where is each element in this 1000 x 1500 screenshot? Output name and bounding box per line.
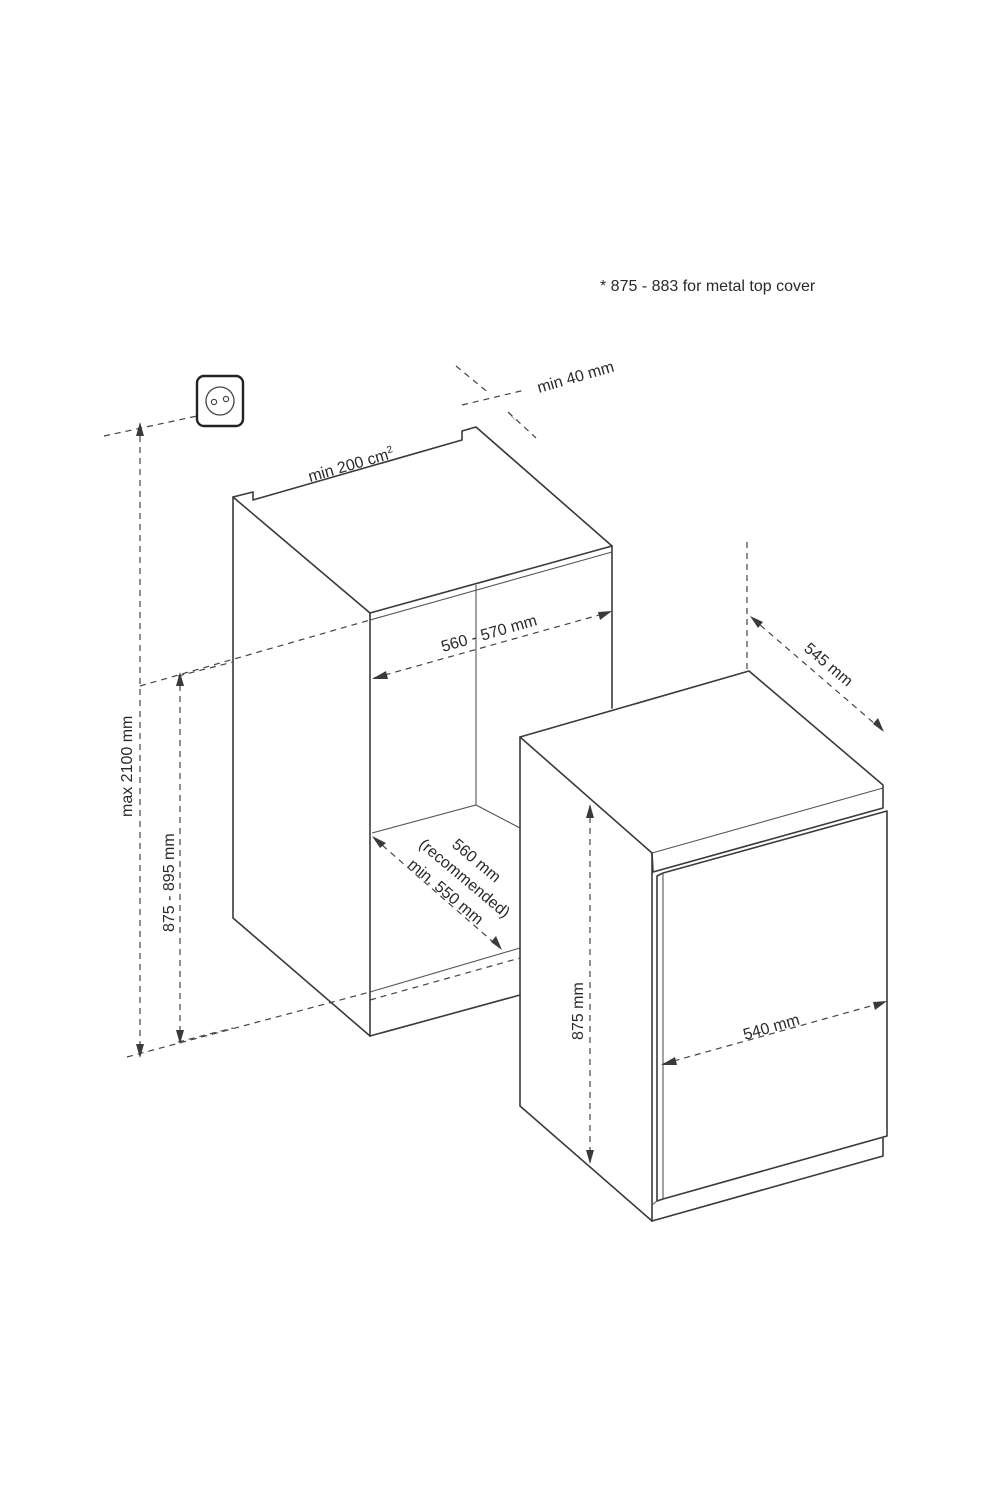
svg-text:min 200 cm2: min 200 cm2 <box>306 444 396 486</box>
niche-height-dimension: 875 - 895 mm <box>161 672 184 1044</box>
appliance-width-label: 540 mm <box>741 1012 801 1044</box>
cabinet-niche <box>232 426 613 1037</box>
ventilation-gap-dimension: min 40 mm <box>480 359 616 422</box>
niche-width-label: 560 - 570 mm <box>439 612 539 656</box>
niche-depth-dimension: 560 mm (recommended) min. 550 mm <box>372 836 513 950</box>
footnote-text: * 875 - 883 for metal top cover <box>600 278 816 295</box>
appliance-height-label: 875 mm <box>570 982 587 1040</box>
vent-area-dimension: min 200 cm2 <box>306 444 396 486</box>
vent-area-exponent: 2 <box>386 444 395 456</box>
appliance-body <box>519 670 888 1222</box>
ventilation-gap-label: min 40 mm <box>535 359 616 397</box>
construction-lines <box>103 365 748 1058</box>
appliance-width-dimension: 540 mm <box>661 1001 887 1065</box>
max-height-dimension: max 2100 mm <box>119 422 144 1058</box>
appliance-depth-label: 545 mm <box>800 640 855 690</box>
max-height-label: max 2100 mm <box>119 716 136 817</box>
appliance-height-dimension: 875 mm <box>570 804 594 1164</box>
appliance-depth-dimension: 545 mm <box>750 616 884 732</box>
power-socket-icon <box>195 374 245 428</box>
niche-height-label: 875 - 895 mm <box>161 833 178 932</box>
niche-width-dimension: 560 - 570 mm <box>372 611 612 679</box>
vent-area-label: min 200 cm <box>306 447 390 486</box>
